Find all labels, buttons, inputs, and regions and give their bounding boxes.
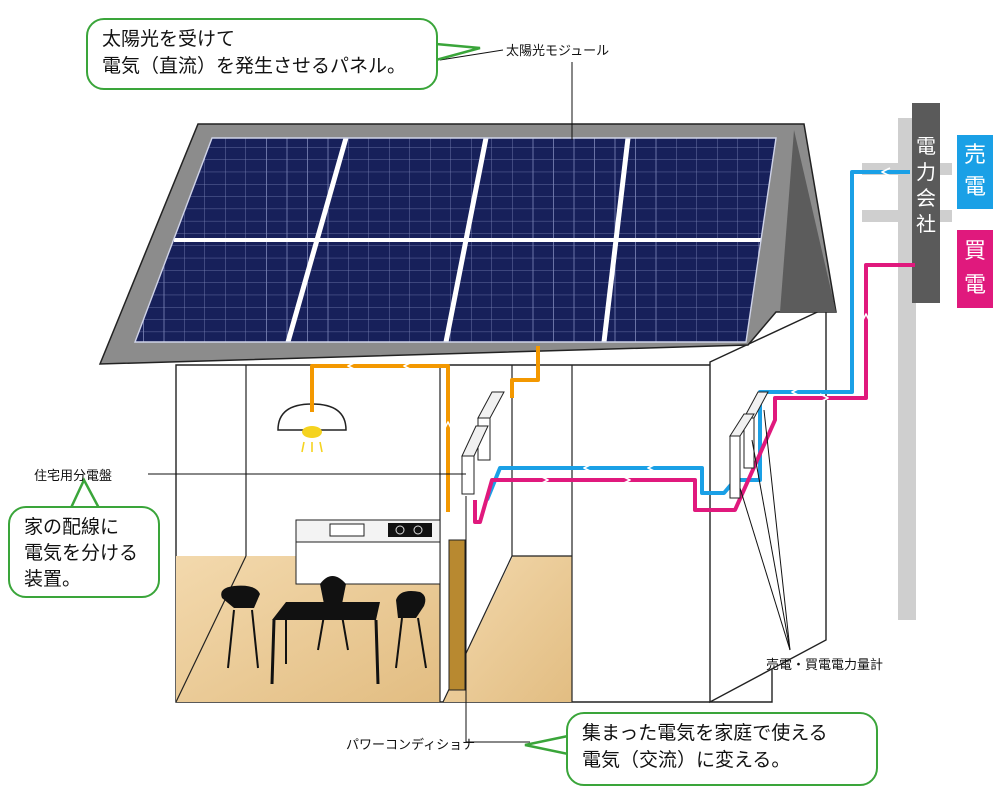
leader-lines xyxy=(148,49,791,743)
utility-pole xyxy=(862,103,993,620)
module-bubble-line1: 太陽光を受けて xyxy=(102,28,236,50)
sell-electricity-badge xyxy=(957,135,993,209)
conditioner-bubble-line2: 電気（交流）に変える。 xyxy=(582,749,791,771)
buy-char-2: 電 xyxy=(963,273,986,298)
panel-bubble-line3: 装置。 xyxy=(24,568,82,590)
conditioner-bubble-line1: 集まった電気を家庭で使える xyxy=(582,722,828,744)
dining-set xyxy=(221,576,427,685)
bubble-tail-conditioner xyxy=(524,734,570,756)
power-company-sign xyxy=(912,103,940,303)
buy-electricity-badge xyxy=(957,230,993,308)
meter-label: 売電・買電電力量計 xyxy=(766,658,884,673)
panel-speech-bubble: 家の配線に 電気を分ける 装置。 xyxy=(8,506,160,598)
solar-module-label: 太陽光モジュール xyxy=(506,44,610,59)
power-company-char-1: 電 xyxy=(916,134,936,158)
dc-wiring xyxy=(310,346,540,512)
power-company-char-3: 会 xyxy=(916,186,936,210)
distribution-panel-label: 住宅用分電盤 xyxy=(34,469,113,484)
power-conditioner-label: パワーコンディショナ xyxy=(346,738,476,753)
sell-char-2: 電 xyxy=(963,175,986,200)
module-speech-bubble: 太陽光を受けて 電気（直流）を発生させるパネル。 xyxy=(86,18,438,90)
panel-bubble-line1: 家の配線に xyxy=(24,516,120,538)
distribution-panel-unit xyxy=(461,425,489,495)
buy-char-1: 買 xyxy=(963,239,986,264)
sell-char-1: 売 xyxy=(963,143,986,168)
solar-modules xyxy=(133,137,777,343)
electricity-meters xyxy=(729,391,769,499)
kitchen-counter xyxy=(295,519,441,585)
buy-text: 買 電 xyxy=(957,230,993,308)
house-interior xyxy=(175,365,573,703)
power-company-char-4: 社 xyxy=(916,212,936,236)
power-company-text: 電 力 会 社 xyxy=(912,130,940,240)
panel-bubble-line2: 電気を分ける xyxy=(24,542,139,564)
door xyxy=(448,539,466,691)
module-bubble-line2: 電気（直流）を発生させるパネル。 xyxy=(102,55,407,77)
conditioner-speech-bubble: 集まった電気を家庭で使える 電気（交流）に変える。 xyxy=(566,712,878,786)
buy-line xyxy=(473,263,915,524)
sell-text: 売 電 xyxy=(957,135,993,209)
power-company-char-2: 力 xyxy=(916,160,936,184)
